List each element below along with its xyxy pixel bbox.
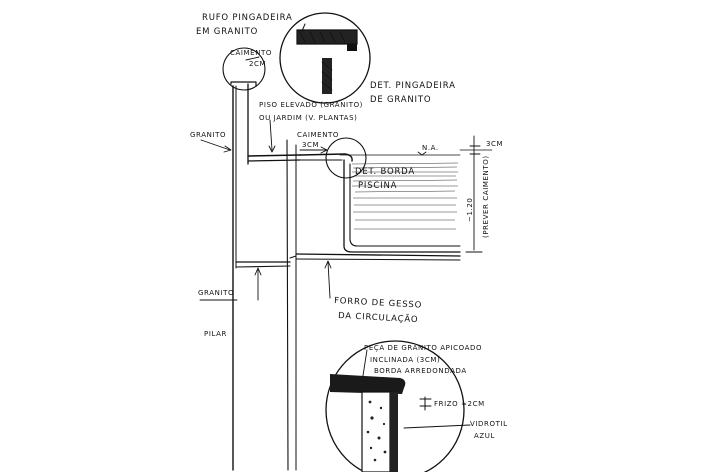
detail-borda: [325, 340, 465, 472]
vidrotil-layer: [390, 392, 398, 472]
label-na: N.A.: [422, 144, 439, 152]
label-caimento-top-1: CAIMENTO: [230, 49, 272, 57]
label-rufo-1: RUFO PINGADEIRA: [202, 13, 293, 23]
label-caimento-mid-2: 3CM: [302, 141, 319, 149]
concrete-wall: [361, 391, 391, 472]
label-dim-height: ~1.20: [466, 198, 474, 222]
dimension-lines: [459, 135, 493, 253]
label-caimento-mid-1: CAIMENTO: [297, 131, 339, 139]
label-dim-3cm: 3CM: [486, 140, 503, 148]
label-granito-upper: GRANITO: [190, 131, 226, 139]
label-det-pingadeira-1: DET. PINGADEIRA: [370, 81, 456, 91]
label-piso-1: PISO ELEVADO (GRANITO): [259, 101, 363, 109]
label-caimento-top-2: 2CM: [249, 60, 266, 68]
label-det-pingadeira-2: DE GRANITO: [370, 95, 431, 105]
wall-top-circle: [222, 47, 266, 91]
drip-edge: [347, 44, 357, 51]
label-granito-lower: GRANITO: [198, 289, 234, 297]
label-peca-2: INCLINADA (3CM): [370, 356, 440, 364]
granite-piece: [330, 374, 406, 394]
pool-edge-circle: [325, 137, 367, 179]
detail-pingadeira-circle: [279, 12, 371, 104]
section-structure: [232, 83, 461, 471]
label-piso-2: OU JARDIM (V. PLANTAS): [259, 114, 357, 122]
granite-cap-hatch: [297, 30, 357, 44]
label-peca-1: PEÇA DE GRANITO APICOADO: [364, 344, 482, 352]
label-dim-height-note: (PREVER CAIMENTO): [482, 155, 490, 238]
label-forro-2: DA CIRCULAÇÃO: [338, 310, 419, 325]
detail-borda-circle: [325, 340, 465, 472]
label-det-borda-1: DET. BORDA: [355, 167, 415, 177]
label-pilar: PILAR: [204, 330, 227, 338]
label-forro-1: FORRO DE GESSO: [334, 296, 422, 311]
label-det-borda-2: PISCINA: [358, 181, 397, 191]
label-peca-3: BORDA ARREDONDADA: [374, 367, 467, 375]
pool-water-hatch: [351, 162, 459, 230]
label-vidrotil-1: VIDROTIL: [470, 420, 508, 428]
label-frizo: FRIZO ≈2CM: [434, 400, 485, 408]
label-rufo-2: EM GRANITO: [196, 27, 258, 37]
detail-pingadeira: [279, 12, 371, 104]
label-vidrotil-2: AZUL: [474, 432, 495, 440]
